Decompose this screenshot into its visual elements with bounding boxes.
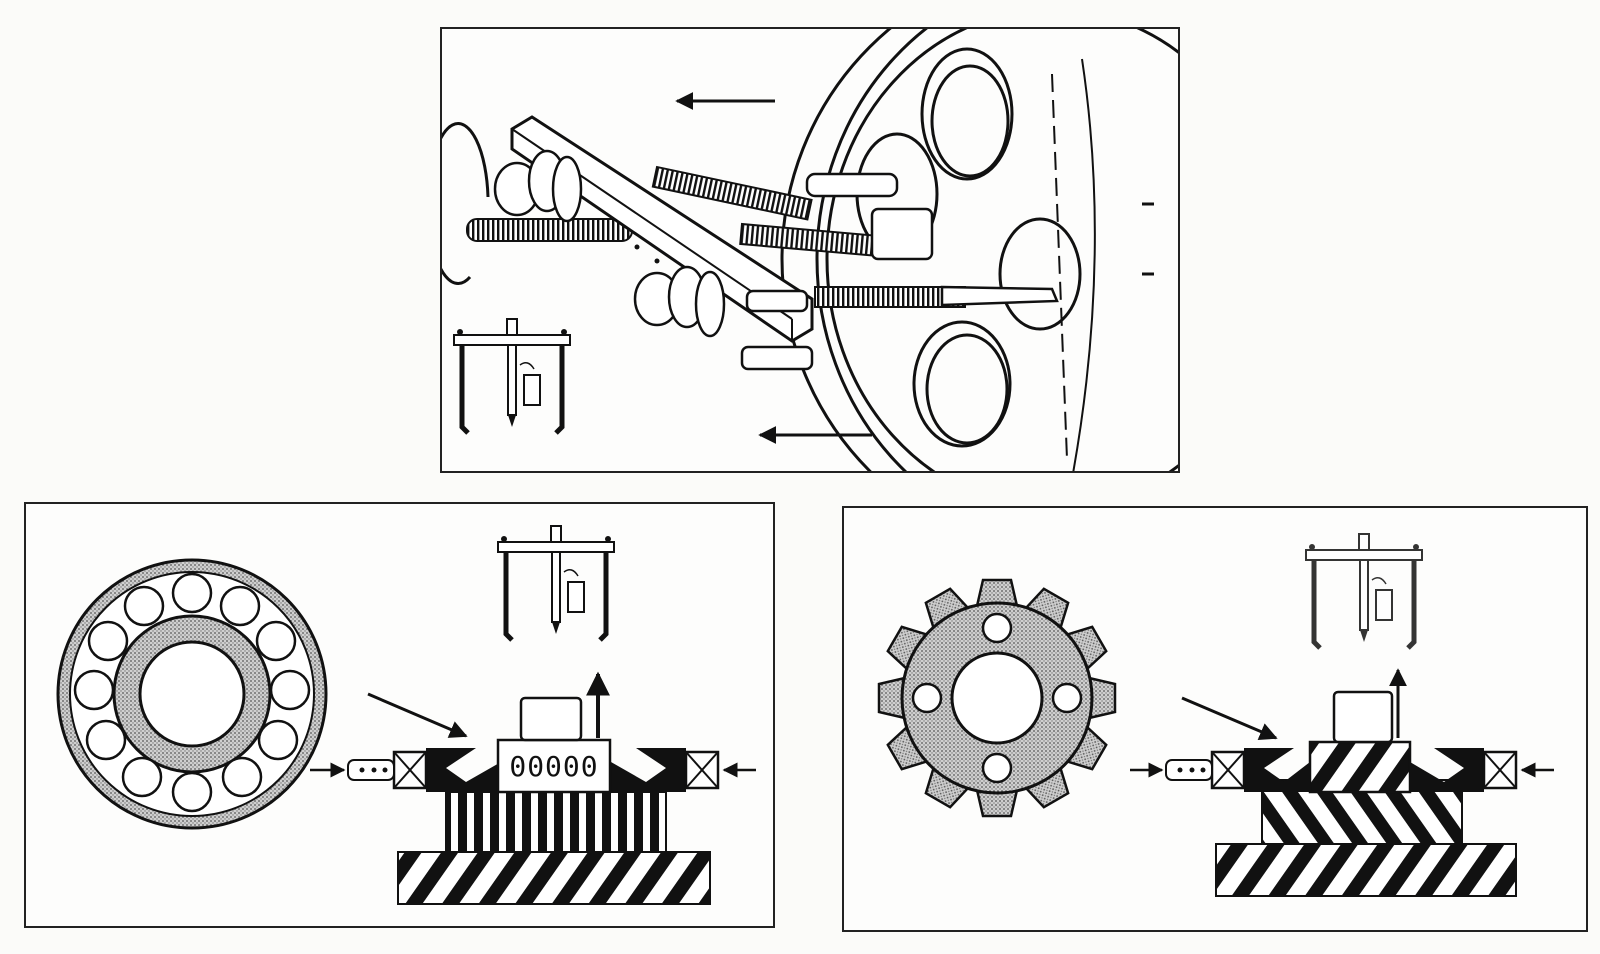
flywheel	[780, 29, 1178, 471]
bearing-balls-label: 00000	[509, 750, 598, 783]
upper-screw	[651, 165, 813, 221]
center-screw	[739, 222, 878, 257]
gear-puller-drawing	[877, 508, 1554, 897]
direction-arrow-icon	[367, 692, 468, 738]
right-jaw	[611, 748, 686, 792]
puller-inset-icon	[1306, 534, 1422, 648]
bearing-side	[496, 738, 612, 794]
gear-illustration-panel	[842, 506, 1588, 932]
top-illustration-panel	[440, 27, 1180, 473]
puller-crossbar	[510, 115, 814, 343]
support-base	[397, 851, 711, 905]
flywheel-puller-drawing	[442, 29, 1178, 471]
gear	[877, 578, 1117, 818]
puller-inset-icon	[454, 319, 570, 433]
left-jaw	[1244, 748, 1310, 792]
forcing-screw	[466, 218, 633, 242]
right-jaw	[1410, 748, 1484, 792]
support-base	[1215, 843, 1517, 897]
direction-arrow-icon	[1181, 696, 1278, 740]
bearing	[56, 558, 328, 830]
bearing-puller-drawing: 00000	[56, 504, 756, 905]
rotation-arrow-icon	[442, 122, 490, 285]
gear-side	[1308, 740, 1412, 794]
adjuster-nuts	[493, 149, 726, 338]
bearing-illustration-panel: 00000	[24, 502, 775, 928]
left-jaw	[426, 748, 501, 792]
shaft	[445, 791, 667, 853]
puller-inset-icon	[498, 526, 614, 640]
